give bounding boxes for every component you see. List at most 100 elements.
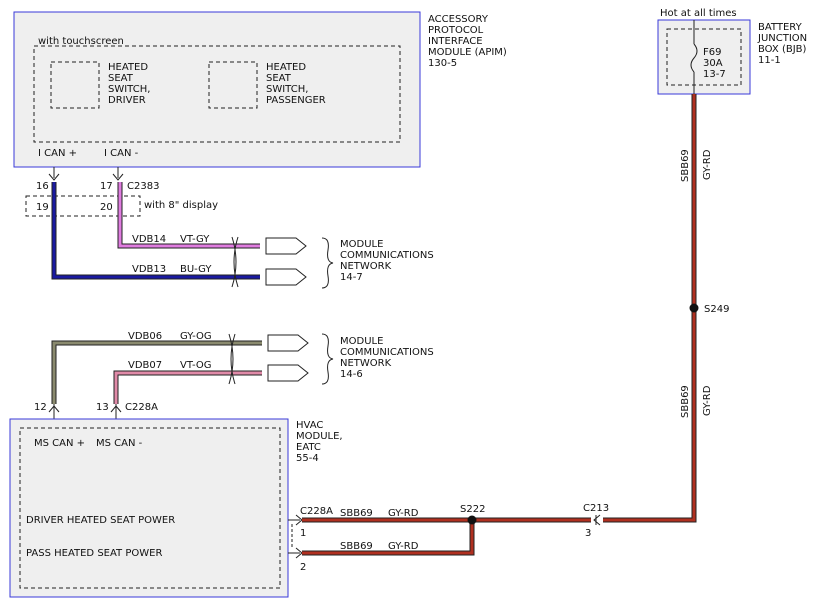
vdb06-color: GY-OG — [180, 331, 212, 342]
hvac-pass-power-label: PASS HEATED SEAT POWER — [26, 548, 162, 559]
bjb-name-line: 11-1 — [758, 55, 781, 66]
driver-switch-line: DRIVER — [108, 95, 146, 106]
bottom-network-wires: VDB06 GY-OG VDB07 VT-OG MODULE COMMUNICA… — [51, 331, 434, 404]
bottom-network-line: 14-6 — [340, 369, 363, 380]
vdb06-circuit: VDB06 — [128, 331, 162, 342]
lower-color-label: GY-RD — [702, 385, 713, 416]
apim-pin-plus: 16 — [36, 181, 49, 192]
network-connector-icon — [265, 237, 307, 255]
hvac-output-connector: C228A 1 2 — [288, 506, 333, 573]
hvac-name-line: HVAC — [296, 420, 323, 431]
hvac-module: MS CAN + MS CAN - DRIVER HEATED SEAT POW… — [9, 418, 343, 598]
brace-icon — [321, 333, 334, 385]
hvac-pin-minus: 13 — [96, 402, 109, 413]
bjb-fuse-line: 13-7 — [703, 69, 726, 80]
vdb14-circuit: VDB14 — [132, 234, 166, 245]
hvac-inner-dashed-box — [19, 427, 281, 589]
bjb-box — [657, 19, 751, 95]
hvac-pin-plus: 12 — [34, 402, 47, 413]
driver-switch-line: HEATED — [108, 62, 148, 73]
vdb14-color: VT-GY — [180, 234, 210, 245]
passenger-seat-switch-label: HEATED SEAT SWITCH, PASSENGER — [266, 62, 326, 106]
top-network-line: 14-7 — [340, 272, 363, 283]
bjb-fuse-line: F69 — [703, 47, 721, 58]
apim-option-label: with touchscreen — [38, 36, 124, 47]
bottom-network-line: COMMUNICATIONS — [340, 347, 434, 358]
power-feed-wires: S249 S222 C213 3 SBB69 GY-RD SBB69 GY-RD… — [302, 94, 729, 556]
hvac-out-pin1: 1 — [300, 528, 306, 539]
top-network-line: NETWORK — [340, 261, 392, 272]
apim-module: with touchscreen HEATED SEAT SWITCH, DRI… — [13, 11, 507, 168]
hvac-name-line: MODULE, — [296, 431, 343, 442]
hvac-name-line: 55-4 — [296, 453, 319, 464]
bjb-name-line: JUNCTION — [757, 33, 807, 44]
splice-s249 — [689, 303, 699, 313]
bjb-hot-label: Hot at all times — [660, 8, 737, 19]
passenger-switch-line: PASSENGER — [266, 95, 326, 106]
vdb13-color: BU-GY — [180, 264, 212, 275]
bjb-name-line: BOX (BJB) — [758, 44, 807, 55]
vdb13-wire — [52, 182, 260, 279]
network-connector-icon — [267, 364, 309, 382]
apim-name-line: MODULE (APIM) — [428, 47, 507, 58]
battery-junction-box: Hot at all times F69 30A 13-7 BATTERY JU… — [657, 8, 807, 95]
passenger-switch-line: SEAT — [266, 73, 292, 84]
top-network-line: COMMUNICATIONS — [340, 250, 434, 261]
passenger-seat-switch-box — [208, 61, 258, 109]
vdb14-wire — [118, 182, 260, 248]
lower-circuit-label: SBB69 — [680, 385, 691, 418]
hvac-can-plus-label: MS CAN + — [34, 438, 85, 449]
apim-box — [13, 11, 421, 168]
vdb07-color: VT-OG — [180, 360, 212, 371]
apim-connector: 16 17 C2383 19 20 with 8" display — [25, 167, 218, 217]
driver-switch-line: SWITCH, — [108, 84, 150, 95]
bjb-fuse-label: F69 30A 13-7 — [703, 47, 726, 80]
hvac-connector-id: C228A — [125, 402, 158, 413]
passenger-switch-line: SWITCH, — [266, 84, 308, 95]
network-connector-icon — [267, 334, 309, 352]
apim-name-line: 130-5 — [428, 58, 457, 69]
brace-icon — [321, 237, 334, 289]
apim-name: ACCESSORY PROTOCOL INTERFACE MODULE (API… — [428, 14, 507, 69]
inline-connector-pin: 3 — [585, 528, 591, 539]
splice-s222 — [467, 515, 477, 525]
bjb-name: BATTERY JUNCTION BOX (BJB) 11-1 — [757, 22, 807, 66]
hvac-out-connector-id: C228A — [300, 506, 333, 517]
row1-circuit-label: SBB69 — [340, 508, 373, 519]
apim-alt-pin-plus: 19 — [36, 202, 49, 213]
inline-connector-icon — [593, 514, 601, 526]
network-connector-icon — [265, 268, 307, 286]
row1-color-label: GY-RD — [388, 508, 419, 519]
hvac-name: HVAC MODULE, EATC 55-4 — [296, 420, 343, 464]
bottom-network-line: NETWORK — [340, 358, 392, 369]
hvac-driver-power-label: DRIVER HEATED SEAT POWER — [26, 515, 175, 526]
apim-name-line: PROTOCOL — [428, 25, 484, 36]
passenger-switch-line: HEATED — [266, 62, 306, 73]
hvac-box — [9, 418, 289, 598]
vdb13-circuit: VDB13 — [132, 264, 166, 275]
hvac-out-pin2: 2 — [300, 562, 306, 573]
driver-seat-switch-box — [50, 61, 100, 109]
apim-pin-minus: 17 — [100, 181, 113, 192]
bottom-network-line: MODULE — [340, 336, 383, 347]
apim-touchscreen-option-box — [33, 45, 401, 143]
hvac-connector: 12 13 C228A — [34, 402, 158, 419]
bjb-fuse-line: 30A — [703, 58, 723, 69]
apim-can-plus-label: I CAN + — [38, 148, 77, 159]
driver-switch-line: SEAT — [108, 73, 134, 84]
top-network-line: MODULE — [340, 239, 383, 250]
apim-alt-label: with 8" display — [144, 200, 218, 211]
apim-name-line: INTERFACE — [428, 36, 483, 47]
bjb-inner-dashed-box — [666, 28, 742, 86]
upper-circuit-label: SBB69 — [680, 149, 691, 182]
apim-8in-display-box — [25, 195, 141, 217]
apim-alt-pin-minus: 20 — [100, 202, 113, 213]
vdb06-wire — [52, 341, 262, 404]
row2-circuit-label: SBB69 — [340, 541, 373, 552]
apim-can-minus-label: I CAN - — [104, 148, 139, 159]
sbb69-main-wire — [601, 94, 696, 522]
apim-connector-id: C2383 — [127, 181, 159, 192]
bottom-network-label: MODULE COMMUNICATIONS NETWORK 14-6 — [340, 336, 434, 380]
top-network-wires: VDB14 VT-GY VDB13 BU-GY MODULE COMMUNICA… — [51, 182, 434, 289]
